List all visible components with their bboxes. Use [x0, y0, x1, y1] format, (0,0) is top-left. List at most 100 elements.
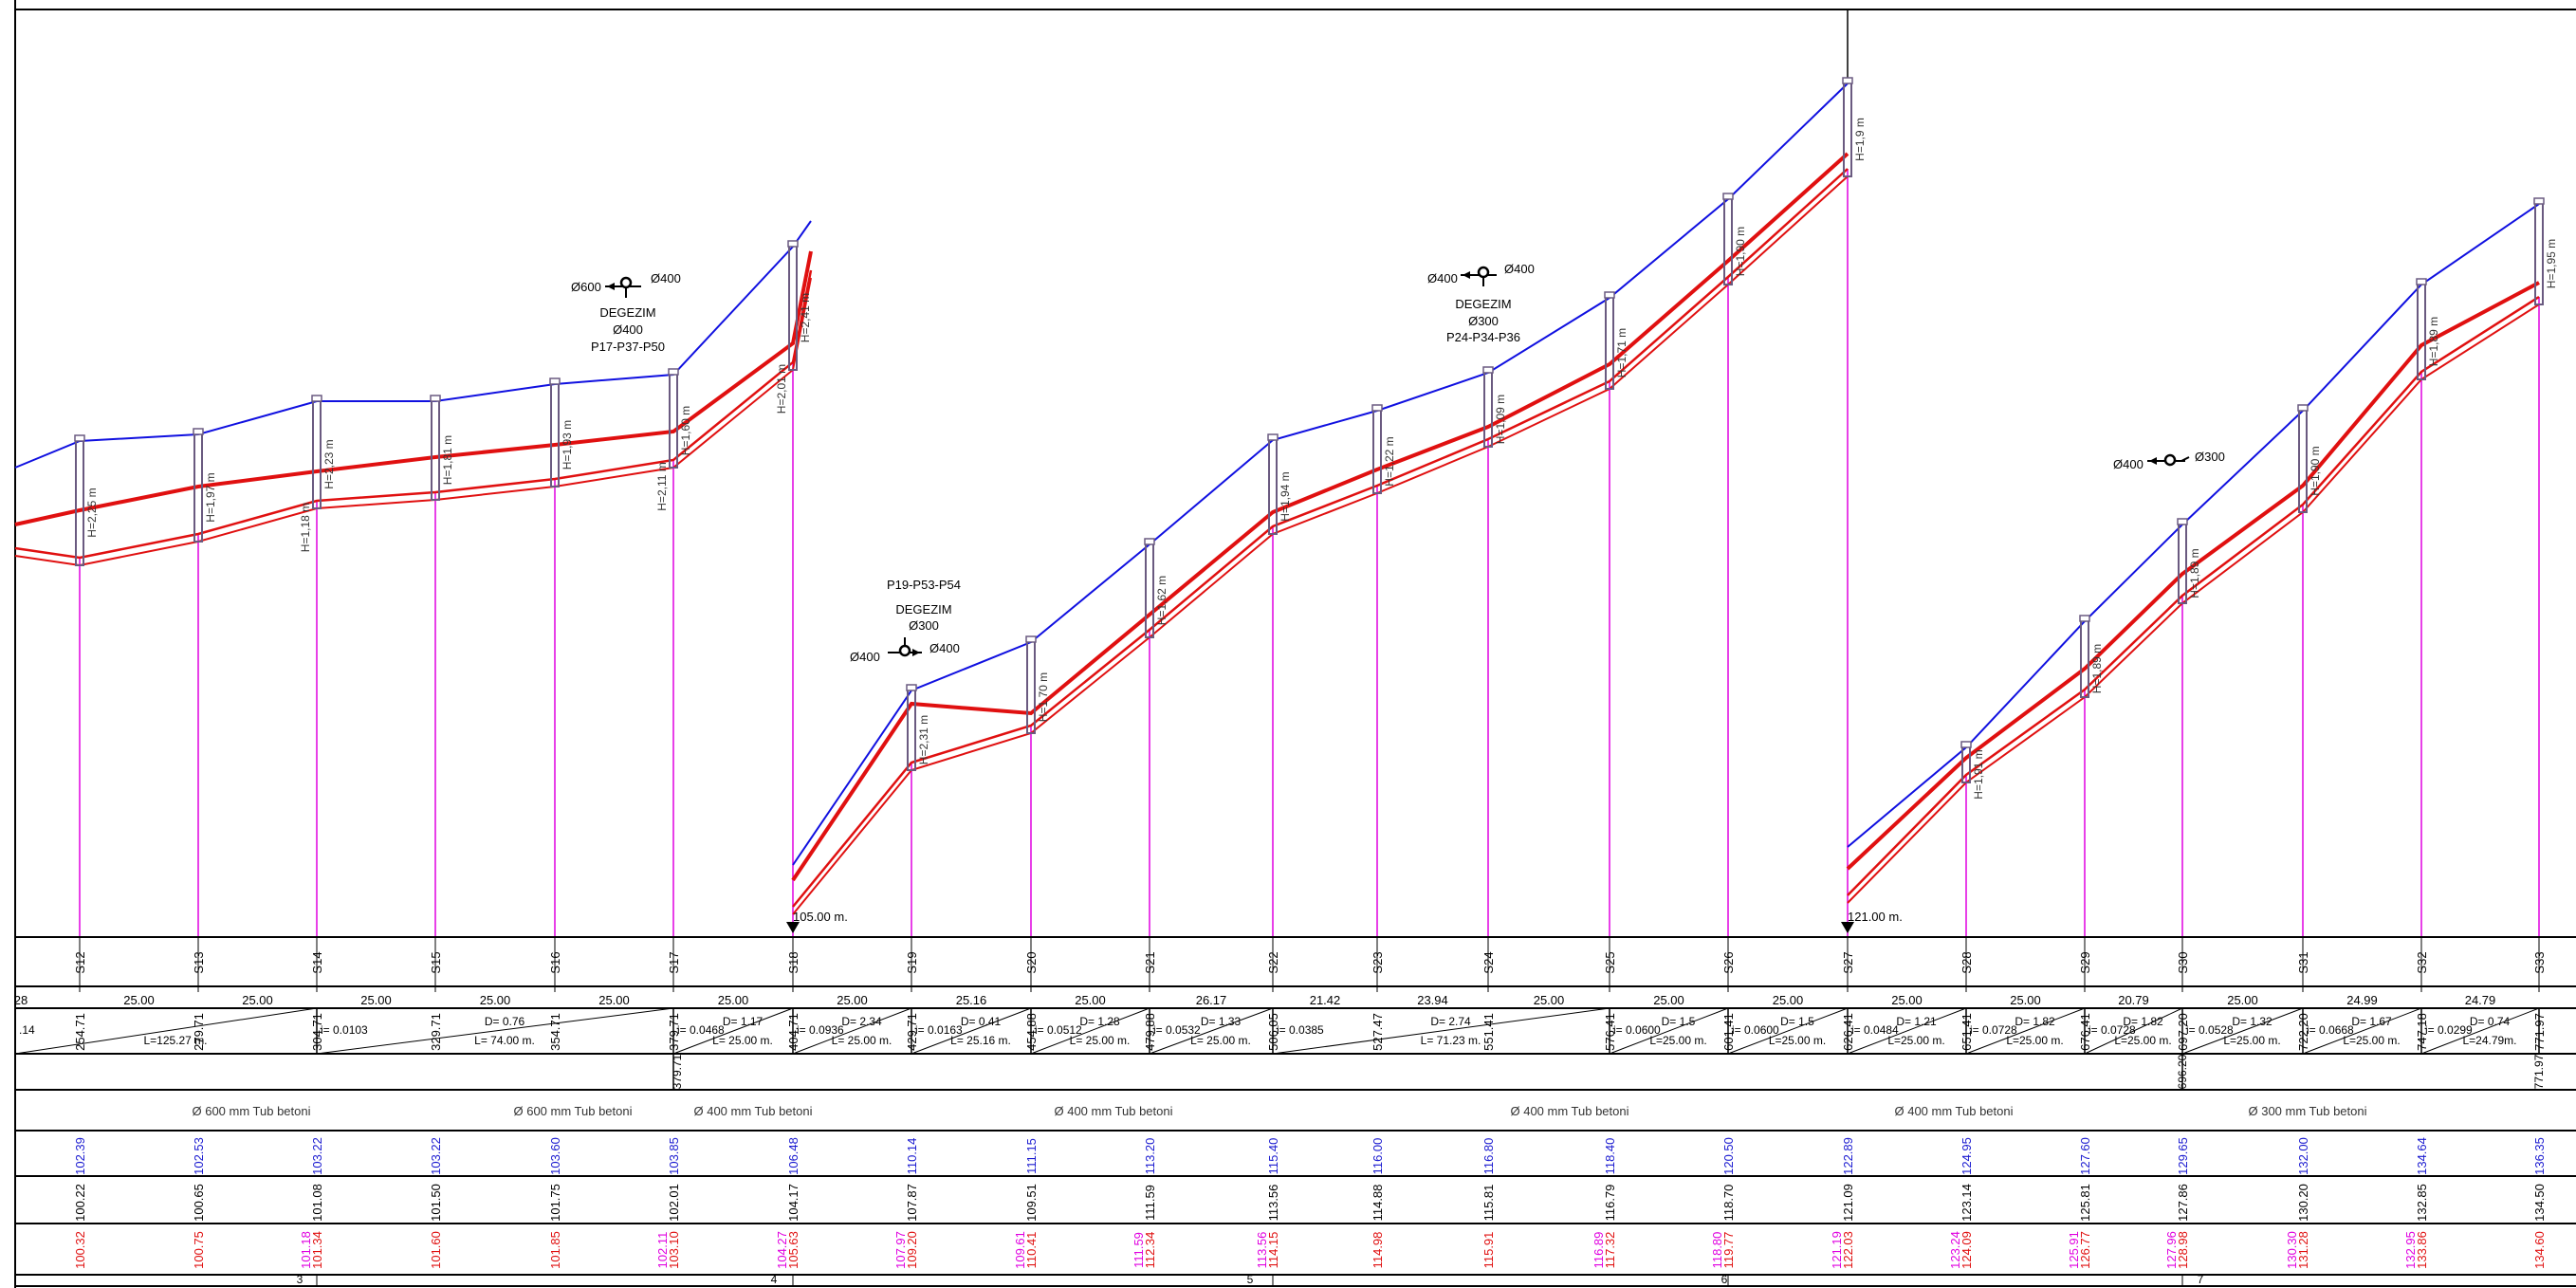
pipe-change-chainage: 379.71	[671, 1054, 684, 1089]
segment-distance: 25.00	[1075, 993, 1106, 1007]
slope-diagonal	[1847, 1007, 1967, 1055]
station-chainage: 329.71	[429, 1013, 443, 1051]
slope-length: L=125.27 m.	[143, 1034, 207, 1047]
station-height-label: H=1,89 m	[2090, 644, 2104, 693]
segment-distance: 25.00	[598, 993, 630, 1007]
station-height-label: H=1,71 m	[1615, 328, 1628, 377]
pipe-invert-line	[1847, 295, 2540, 896]
annotation-s30-right: Ø300	[2195, 450, 2225, 464]
manhole-cover	[2177, 518, 2188, 525]
slope-length: L= 25.00 m.	[712, 1034, 773, 1047]
slope-drop: D= 1.67	[2351, 1015, 2392, 1028]
slope-diagonal	[2181, 1007, 2304, 1055]
slope-drop: D= 1.5	[1780, 1015, 1814, 1028]
segment-distance: 25.00	[2010, 993, 2041, 1007]
slope-value: .14	[19, 1023, 35, 1037]
slope-diagonal	[1965, 1007, 2086, 1055]
station-name: S26	[1721, 951, 1736, 973]
datum-triangle-icon	[786, 922, 800, 933]
annotation-p17-ref: P17-P37-P50	[591, 340, 665, 354]
station-pipe-elev: 117.32	[1603, 1232, 1617, 1269]
pipe-outer-line	[1847, 304, 2540, 904]
station-name: S28	[1960, 951, 1974, 973]
slope-diagonal	[672, 1007, 794, 1055]
slope-length: L= 74.00 m.	[474, 1034, 535, 1047]
annotation-p24-title: DEGEZIM	[1455, 297, 1511, 311]
station-height-label: H=1,89 m	[2188, 548, 2201, 598]
slope-length: L= 25.00 m.	[832, 1034, 892, 1047]
station-ground-elev: 116.80	[1481, 1138, 1496, 1175]
station-ground-elev: 132.00	[2296, 1137, 2310, 1175]
drawing-frame	[14, 0, 2576, 1288]
station-pipe-elev: 131.28	[2296, 1231, 2310, 1269]
slope-diagonal	[316, 1007, 674, 1055]
manhole-shaft	[2080, 616, 2089, 698]
station-invert-elev: 101.75	[548, 1184, 562, 1222]
station-height-label: H=1,95 m	[2545, 239, 2558, 288]
datum-triangle-icon	[1841, 922, 1854, 933]
segment-distance: 25.00	[1891, 993, 1923, 1007]
station-pipe-elev: 134.60	[2532, 1231, 2547, 1269]
station-pipe-elev: 114.15	[1266, 1232, 1280, 1269]
slope-value: i= 0.0528	[2186, 1023, 2234, 1037]
station-pipe-elev-alt: 132.95	[2403, 1231, 2418, 1269]
station-height-label: H=1,70 m	[1037, 672, 1050, 722]
segment-distance: 28	[14, 993, 28, 1007]
slope-value: i= 0.0484	[1851, 1023, 1899, 1037]
bottom-number: 4	[771, 1273, 778, 1286]
slope-length: L=25.00 m.	[1769, 1034, 1826, 1047]
station-height-label: H=1,22 m	[1383, 436, 1396, 486]
station-name: S25	[1603, 951, 1617, 973]
annotation-p17: Ø600 Ø400 DEGEZIM Ø400 P17-P37-P50	[571, 271, 681, 354]
station-name: S31	[2296, 951, 2310, 973]
station-ground-elev: 127.60	[2078, 1137, 2092, 1175]
datum-marker-s18: 105.00 m.	[786, 910, 848, 933]
pipe-type-label: Ø 600 mm Tub betoni	[192, 1104, 310, 1118]
station-ground-elev: 102.53	[192, 1137, 206, 1175]
slope-drop: D= 1.82	[2123, 1015, 2163, 1028]
station-name: S16	[548, 951, 562, 973]
station-name: S32	[2415, 951, 2429, 973]
slope-drop: D= 1.28	[1079, 1015, 1120, 1028]
station-height-label: H=2,23 m	[322, 439, 336, 488]
manhole-cover	[311, 395, 322, 402]
station-chainage: 254.71	[73, 1013, 87, 1051]
segment-distance: 24.99	[2346, 993, 2378, 1007]
slope-length: L= 25.16 m.	[950, 1034, 1011, 1047]
manhole-cover	[2416, 278, 2427, 285]
annotation-p19-right: Ø400	[929, 641, 960, 655]
station-name: S21	[1143, 951, 1157, 973]
pipe-outer-line	[792, 175, 1849, 915]
manhole-cover	[549, 377, 561, 385]
station-invert-elev: 109.51	[1024, 1184, 1039, 1222]
slope-drop: D= 1.21	[1896, 1015, 1937, 1028]
station-name: S18	[786, 951, 800, 973]
station-invert-elev: 107.87	[905, 1184, 919, 1222]
segment-distance: 25.00	[360, 993, 392, 1007]
manhole-shaft	[75, 436, 84, 566]
station-name: S22	[1266, 951, 1280, 973]
station-invert-elev: 132.85	[2415, 1184, 2429, 1222]
annotation-p19-title: DEGEZIM	[895, 602, 951, 616]
station-height-label: H=1,97 m	[204, 472, 217, 522]
station-name: S27	[1841, 951, 1855, 973]
station-invert-elev: 114.88	[1371, 1185, 1385, 1222]
slope-length: L=24.79m.	[2462, 1034, 2516, 1047]
segment-distance: 23.94	[1417, 993, 1448, 1007]
station-height-label: H=1,09 m	[1494, 395, 1507, 444]
station-chainage: 551.41	[1481, 1013, 1496, 1051]
datum-label: 105.00 m.	[793, 910, 848, 924]
annotation-p24-top-right: Ø400	[1504, 262, 1535, 276]
station-pipe-elev: 100.75	[192, 1231, 206, 1269]
station-pipe-elev-alt: 113.56	[1255, 1232, 1269, 1269]
bottom-number: 3	[297, 1273, 304, 1286]
station-height-label: H=1,94 m	[1279, 471, 1292, 521]
manhole-shaft	[1268, 435, 1278, 535]
station-pipe-elev: 122.03	[1841, 1231, 1855, 1269]
station-name: S14	[310, 951, 324, 973]
slope-diagonal	[911, 1007, 1032, 1055]
segment-distance: 25.00	[837, 993, 868, 1007]
station-ground-elev: 120.50	[1721, 1137, 1736, 1175]
bottom-number: 6	[1721, 1273, 1728, 1286]
